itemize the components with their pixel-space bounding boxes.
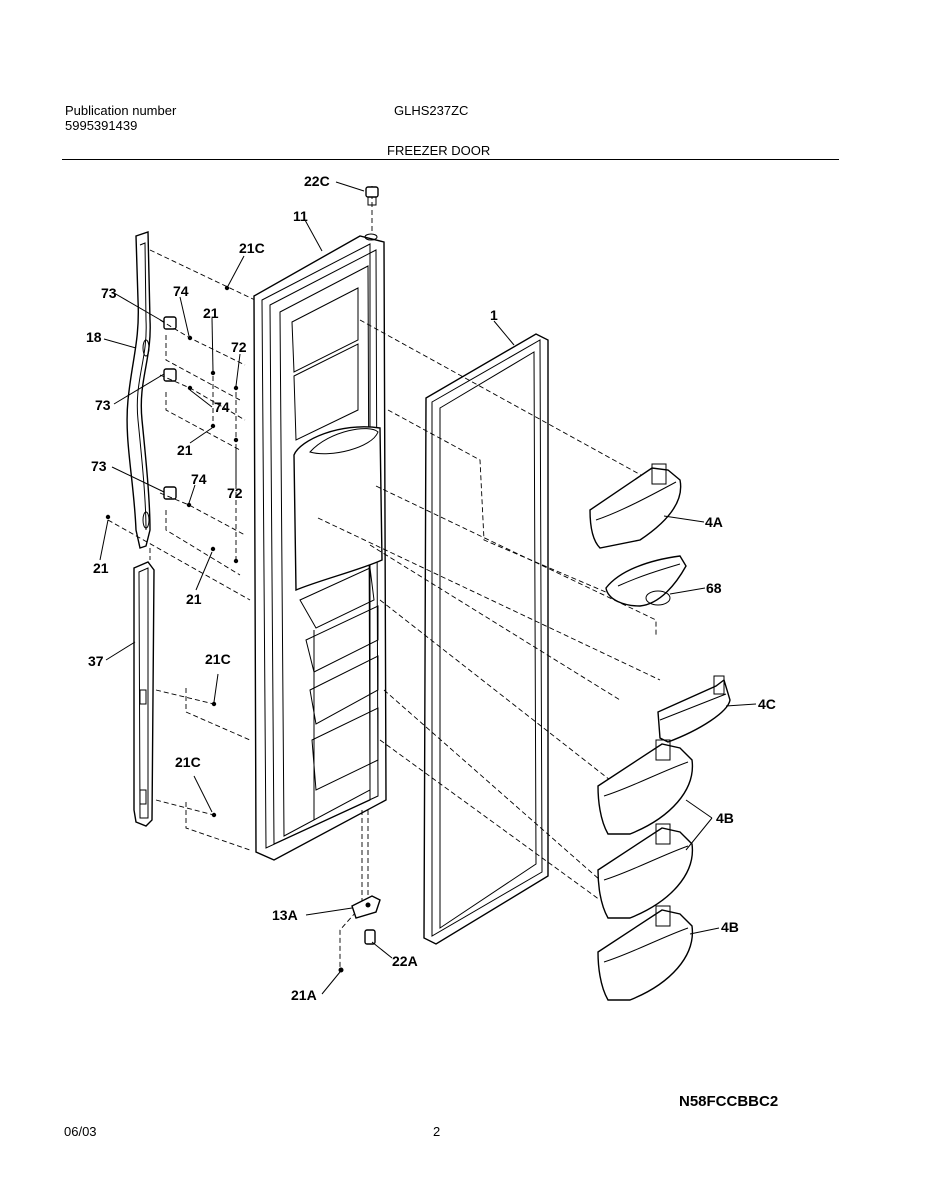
callout-74-c: 74 xyxy=(191,471,207,487)
callout-73-a: 73 xyxy=(101,285,117,301)
handle-trim-upper xyxy=(126,231,151,549)
callout-22A: 22A xyxy=(392,953,418,969)
page-number: 2 xyxy=(433,1124,441,1139)
callout-21-b: 21 xyxy=(177,442,193,458)
handle-trim-lower xyxy=(133,561,155,827)
callout-4A: 4A xyxy=(705,514,723,530)
door-gasket-1 xyxy=(423,333,549,945)
model-number: GLHS237ZC xyxy=(394,103,469,118)
callout-37: 37 xyxy=(88,653,104,669)
door-bin-4A xyxy=(589,463,682,549)
callout-73-b: 73 xyxy=(95,397,111,413)
hinge-pin-22C xyxy=(365,186,379,206)
callout-21C-mid: 21C xyxy=(205,651,231,667)
bottom-hinge-13A xyxy=(351,895,381,919)
door-bin-4C xyxy=(657,675,731,743)
door-bin-4B-lower xyxy=(597,905,694,1001)
screw-21A xyxy=(338,967,344,973)
publication-date: 06/03 xyxy=(64,1124,97,1139)
callout-72-a: 72 xyxy=(231,339,247,355)
callout-18: 18 xyxy=(86,329,102,345)
callout-74-a: 74 xyxy=(173,283,189,299)
callout-68: 68 xyxy=(706,580,722,596)
callout-72-b: 72 xyxy=(227,485,243,501)
leader-lines xyxy=(99,181,757,995)
callout-1: 1 xyxy=(490,307,498,323)
publication-number: 5995391439 xyxy=(65,118,138,133)
callout-21-c: 21 xyxy=(93,560,109,576)
callout-4C: 4C xyxy=(758,696,776,712)
callout-4B-b: 4B xyxy=(721,919,739,935)
alignment-lines-right xyxy=(317,186,661,968)
callout-11: 11 xyxy=(293,208,308,224)
handle-clip-73 xyxy=(163,316,177,500)
callout-21C-low: 21C xyxy=(175,754,201,770)
callout-74-b: 74 xyxy=(214,399,230,415)
callout-22C-top: 22C xyxy=(304,173,330,189)
publication-label: Publication number 5995391439 xyxy=(65,103,177,133)
hinge-bushing-22A xyxy=(364,929,376,945)
door-bin-4B-upper xyxy=(597,739,694,835)
callout-21A: 21A xyxy=(291,987,317,1003)
diagram-code: N58FCCBBC2 xyxy=(679,1093,779,1110)
callout-13A: 13A xyxy=(272,907,298,923)
door-liner-11 xyxy=(253,233,387,861)
screws-21-72 xyxy=(105,285,239,818)
callout-73-c: 73 xyxy=(91,458,107,474)
callout-21-d: 21 xyxy=(186,591,202,607)
callout-21-a: 21 xyxy=(203,305,219,321)
callout-4B-a: 4B xyxy=(716,810,734,826)
header-divider xyxy=(62,159,839,160)
ice-chute-68 xyxy=(605,555,687,607)
section-title: FREEZER DOOR xyxy=(387,143,491,158)
door-bin-4B-middle xyxy=(597,823,694,919)
callout-21C-top: 21C xyxy=(239,240,265,256)
